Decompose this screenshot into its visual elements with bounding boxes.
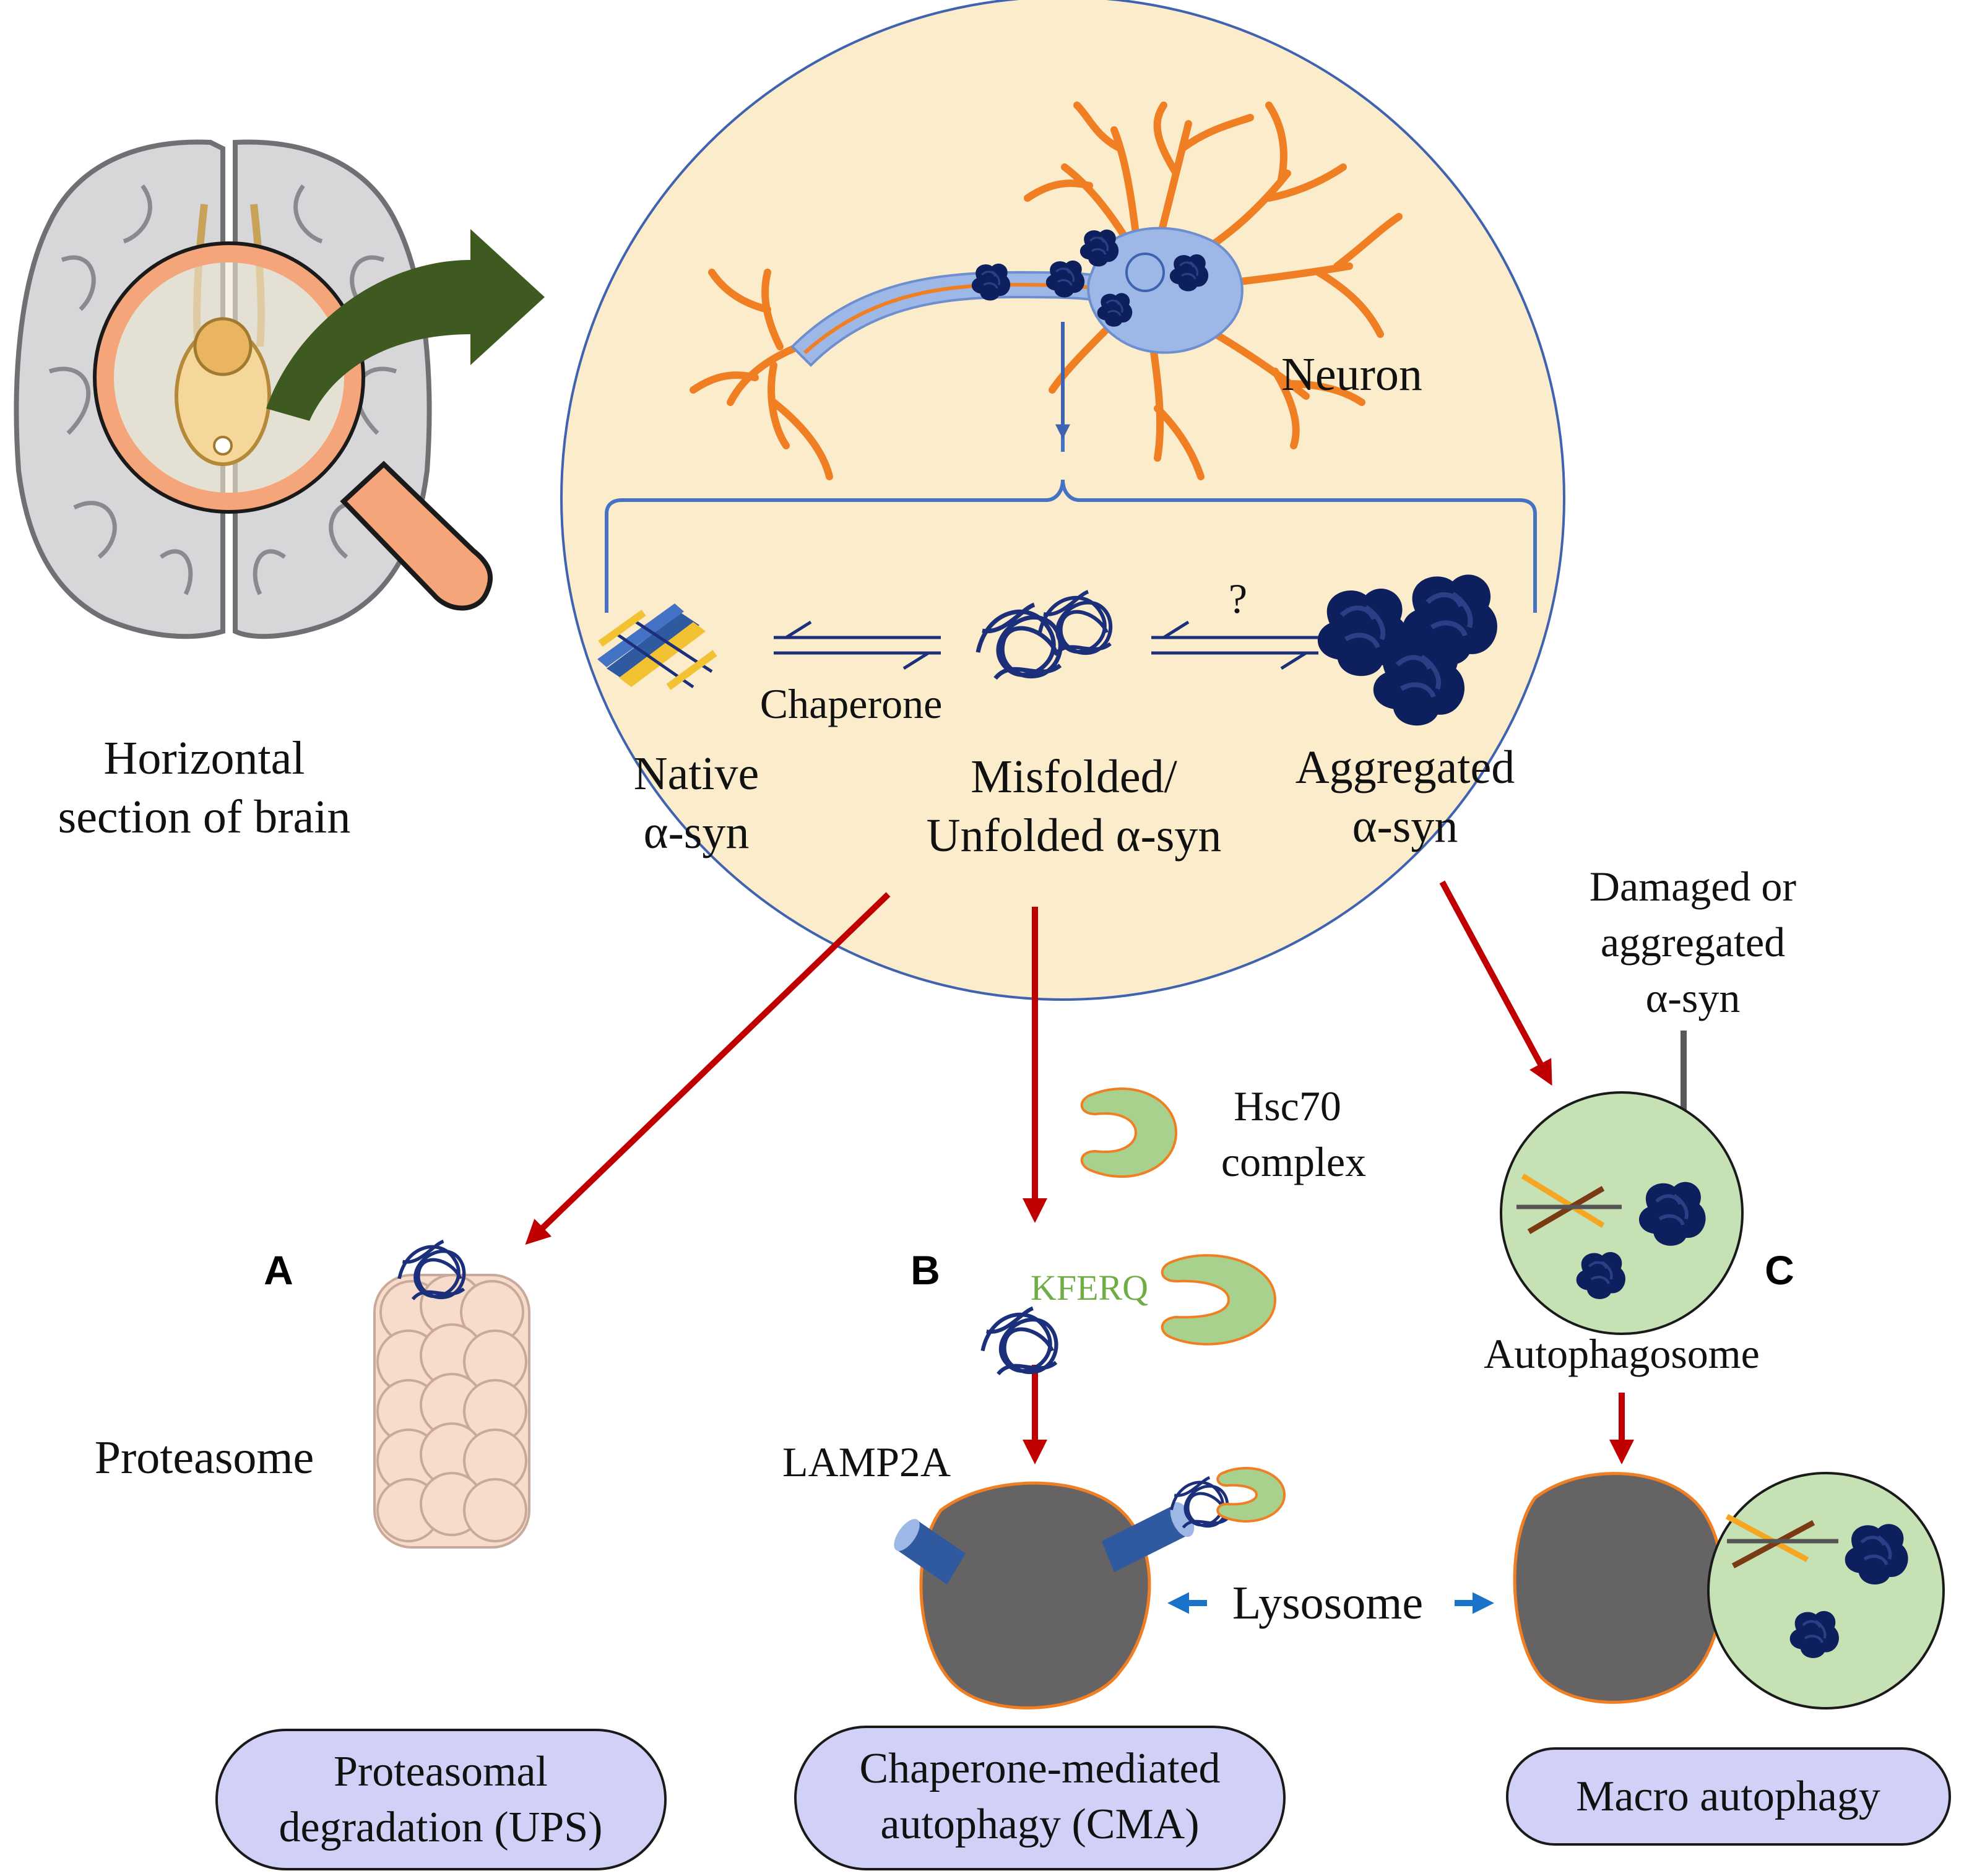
cma-pill-line2: autophagy (CMA) <box>880 1800 1199 1848</box>
neuron-nucleus <box>1125 253 1165 292</box>
autophagosome-icon <box>1500 1091 1744 1335</box>
cma-substrate-icon <box>983 1308 1057 1374</box>
hsc70-icon <box>1080 1087 1178 1178</box>
bracket <box>605 322 1537 613</box>
panel-a-letter: A <box>264 1247 293 1293</box>
brain-label-line1: Horizontal <box>103 732 305 784</box>
hsc70-label-line1: Hsc70 <box>1234 1083 1341 1130</box>
pathway-arrows <box>525 880 1634 1464</box>
aggregated-label-line1: Aggregated <box>1296 741 1515 793</box>
ups-pill-line1: Proteasomal <box>334 1748 548 1796</box>
cma-pathway-pill: Chaperone-mediated autophagy (CMA) <box>794 1726 1286 1870</box>
brain-label-line2: section of brain <box>58 791 351 843</box>
damaged-label-line3: α-syn <box>1646 974 1741 1021</box>
ups-pill-line2: degradation (UPS) <box>279 1804 603 1851</box>
ups-pathway-pill: Proteasomal degradation (UPS) <box>215 1729 667 1870</box>
zoom-arrow <box>266 229 545 421</box>
lysosome-macro-icon <box>1513 1472 1724 1704</box>
arrow-to-proteasome <box>525 892 891 1245</box>
damaged-label-line2: aggregated <box>1601 919 1785 966</box>
hsc70-label-line2: complex <box>1221 1138 1366 1185</box>
lysosome-label: Lysosome <box>1232 1577 1423 1629</box>
proteasome-icon <box>373 1274 530 1549</box>
macro-autophagy-pathway-pill: Macro autophagy <box>1506 1747 1951 1846</box>
macro-pill-text: Macro autophagy <box>1576 1773 1880 1820</box>
autophagosome-label: Autophagosome <box>1484 1330 1760 1377</box>
misfolded-label-line2: Unfolded α-syn <box>927 810 1222 862</box>
neuron-label: Neuron <box>1281 348 1422 400</box>
neuron-zoom-circle <box>560 0 1565 1001</box>
magnifying-glass-icon <box>93 241 493 611</box>
panel-c-letter: C <box>1765 1247 1794 1293</box>
lamp2a-label: LAMP2A <box>782 1438 951 1485</box>
arrow-to-autophagosome <box>1439 880 1552 1086</box>
proteasome-label: Proteasome <box>95 1432 314 1484</box>
misfolded-label-line1: Misfolded/ <box>971 751 1177 803</box>
native-label-line2: α-syn <box>644 806 750 858</box>
autolysosome-icon <box>1707 1472 1945 1710</box>
neuron-illustration <box>690 102 1403 480</box>
cma-pill-line1: Chaperone-mediated <box>859 1745 1220 1792</box>
lamp2a-left-icon <box>894 1519 966 1584</box>
hsc70-small-icon <box>1216 1467 1286 1523</box>
kferq-label: KFERQ <box>1031 1268 1148 1308</box>
aggregated-label-line2: α-syn <box>1352 800 1458 852</box>
hsc70-bound-icon <box>1161 1254 1277 1346</box>
chaperone-label: Chaperone <box>760 680 943 727</box>
neuron-dendrites <box>690 102 1403 480</box>
damaged-label-line1: Damaged or <box>1590 863 1797 910</box>
question-mark: ? <box>1229 575 1247 622</box>
native-misfolded-equilibrium-arrow <box>774 620 941 670</box>
panel-b-letter: B <box>911 1247 940 1293</box>
native-asyn-icon <box>597 603 717 690</box>
misfolded-aggregated-equilibrium-arrow <box>1151 620 1318 670</box>
lysosome-cma-icon <box>919 1481 1151 1710</box>
native-label-line1: Native <box>634 748 759 800</box>
